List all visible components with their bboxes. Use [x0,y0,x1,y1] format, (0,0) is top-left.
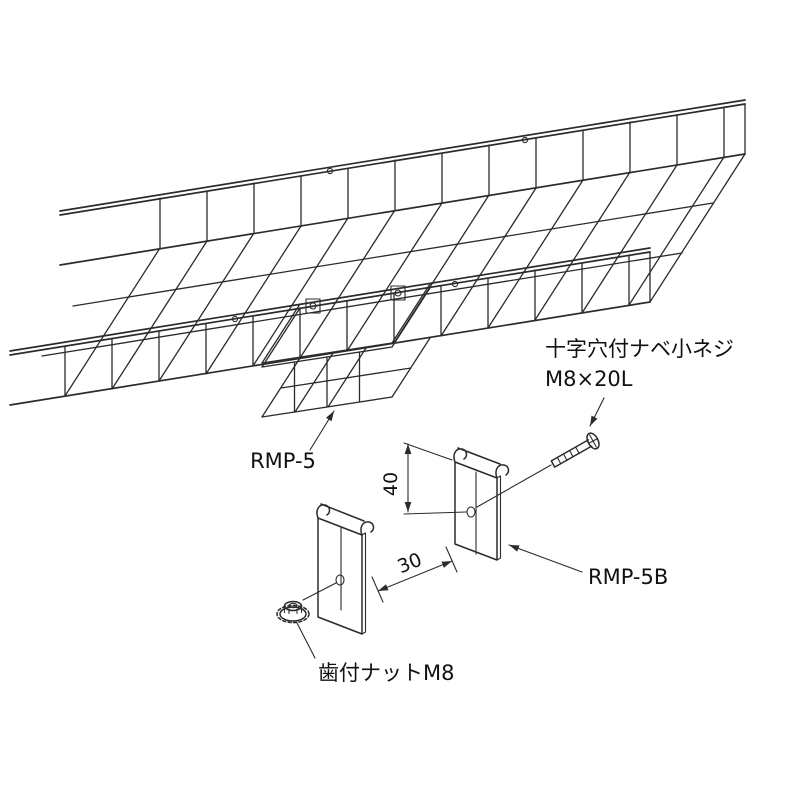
arrowhead-icon [590,415,598,426]
plate-hole [335,574,345,586]
callout-rmp5b: RMP-5B [508,544,668,589]
nut-teeth-ring [276,604,310,624]
plate-top-curl [453,447,510,479]
plate-hole [466,506,476,518]
tray-near-rails [9,247,651,406]
dimension-extension-lines [371,546,458,603]
screw-axis-line [476,464,552,508]
nut-flange [279,606,307,622]
clamp-plate [390,285,406,301]
hook-icon [231,315,239,323]
dimension-extension-lines [403,442,467,515]
arrowhead-icon [404,502,412,512]
arrowhead-icon [509,545,520,552]
callout-rmp5: RMP-5 [250,410,335,473]
plate-top-curl [316,503,375,536]
screw-cross-slot-icon [588,434,598,448]
dimension-plate-height: 40 [380,442,467,515]
label-nut: 歯付ナットM8 [318,661,454,685]
branch-stub [261,283,431,418]
plate-thickness-edge [361,532,367,635]
dimension-text-40: 40 [380,472,402,496]
branch-floor-wires [280,347,412,413]
dimension-plate-gap: 30 [371,546,458,603]
leader-line [296,622,316,659]
arrowhead-icon [326,411,334,422]
hook-icon [521,136,529,144]
plate-face [317,517,363,635]
label-rmp5: RMP-5 [250,449,316,473]
nut-hole [288,602,298,609]
nut-axis-line [302,582,337,601]
screw-threads [556,447,580,465]
hook-icon [451,280,459,288]
rail-hook-fittings [231,136,529,323]
tray-mesh-wires [64,106,725,397]
hook-icon [326,167,334,175]
leader-line [508,544,583,573]
plate-thickness-edge [496,475,502,561]
callout-nut: 歯付ナットM8 [296,622,454,685]
bracket-lower-plate [316,503,375,635]
junction-clamps [305,285,406,314]
label-rmp5b: RMP-5B [588,565,668,589]
clamp-plate [305,298,321,314]
callout-screw: 十字穴付ナベ小ネジ M8×20L [545,337,734,427]
tray-far-rails [59,99,746,266]
toothed-nut [276,582,337,624]
label-screw-name: 十字穴付ナベ小ネジ [545,337,734,361]
label-screw-size: M8×20L [545,367,633,391]
clamp-bolt-icon [309,302,317,310]
nut-hex-facets [283,605,303,615]
arrowhead-icon [404,444,412,454]
tray-end-section [649,103,746,303]
main-tray [9,99,746,406]
arrowhead-icon [441,561,452,568]
tray-floor-wires [41,202,714,357]
bracket-upper-plate [453,447,510,561]
arrowhead-icon [378,584,389,591]
branch-end-section [261,342,393,418]
machine-screw [476,432,600,508]
dimension-line [377,560,453,592]
clamp-bolt-icon [394,289,402,297]
